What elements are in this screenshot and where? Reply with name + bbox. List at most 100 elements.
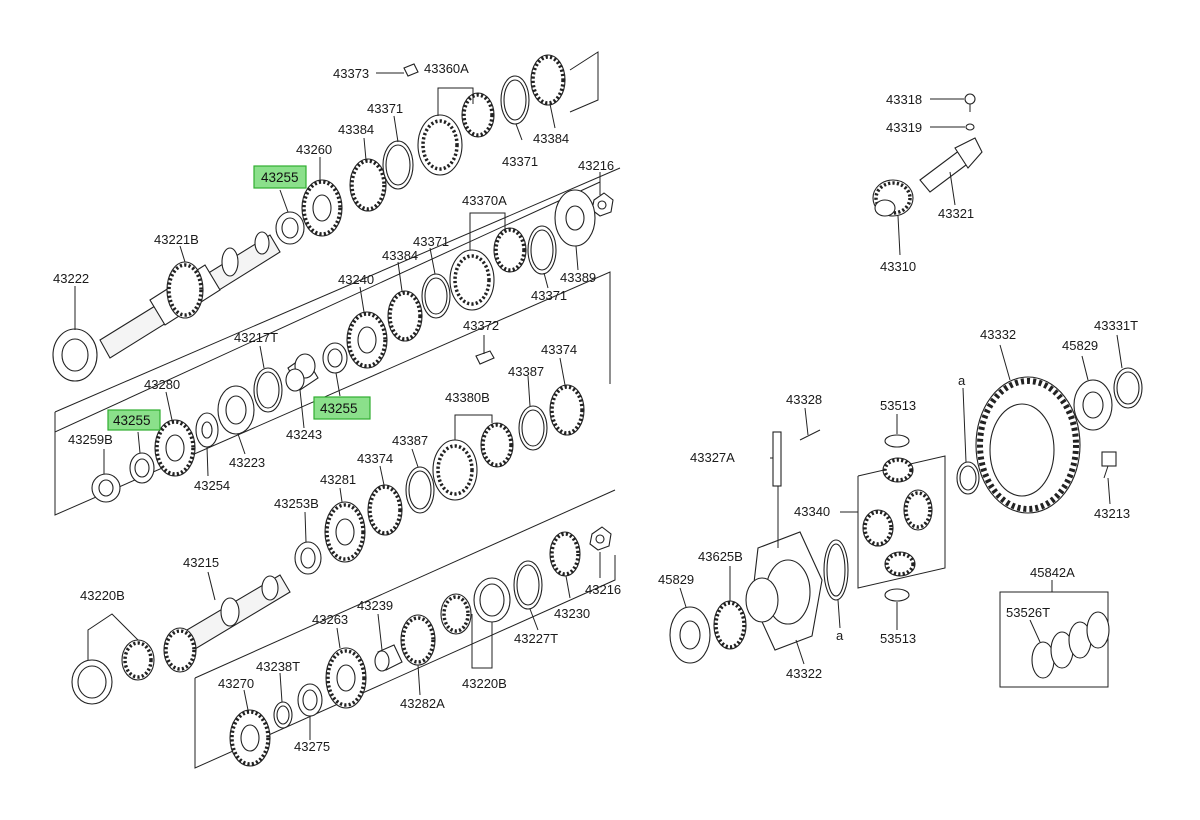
label-43255-highlighted[interactable]: 43255 bbox=[113, 413, 151, 428]
label-43310[interactable]: 43310 bbox=[880, 259, 916, 274]
label-43215[interactable]: 43215 bbox=[183, 555, 219, 570]
label-43260[interactable]: 43260 bbox=[296, 142, 332, 157]
leader-lines bbox=[74, 72, 1123, 740]
label-43387[interactable]: 43387 bbox=[508, 364, 544, 379]
retainer-43389 bbox=[554, 189, 596, 247]
label-43220B[interactable]: 43220B bbox=[462, 676, 507, 691]
label-43371[interactable]: 43371 bbox=[367, 101, 403, 116]
snap-ring-43331T bbox=[1113, 367, 1143, 409]
label-45829[interactable]: 45829 bbox=[1062, 338, 1098, 353]
label-43223[interactable]: 43223 bbox=[229, 455, 265, 470]
label-43243[interactable]: 43243 bbox=[286, 427, 322, 442]
bearing-race-43220B-a bbox=[71, 659, 113, 705]
label-43371[interactable]: 43371 bbox=[413, 234, 449, 249]
label-45842A[interactable]: 45842A bbox=[1030, 565, 1075, 580]
label-43227T[interactable]: 43227T bbox=[514, 631, 558, 646]
label-53526T[interactable]: 53526T bbox=[1006, 605, 1050, 620]
needle-bearing-43255-a bbox=[275, 211, 305, 245]
label-43374[interactable]: 43374 bbox=[357, 451, 393, 466]
label-43387[interactable]: 43387 bbox=[392, 433, 428, 448]
label-43280[interactable]: 43280 bbox=[144, 377, 180, 392]
side-gears-43340 bbox=[862, 457, 933, 577]
bearing-43223 bbox=[217, 385, 255, 435]
label-43327A[interactable]: 43327A bbox=[690, 450, 735, 465]
label-43255-highlighted[interactable]: 43255 bbox=[261, 170, 299, 185]
label-43331T[interactable]: 43331T bbox=[1094, 318, 1138, 333]
label-43254[interactable]: 43254 bbox=[194, 478, 230, 493]
label-43321[interactable]: 43321 bbox=[938, 206, 974, 221]
label-43372[interactable]: 43372 bbox=[463, 318, 499, 333]
highlight-43255-a[interactable]: 43255 bbox=[253, 165, 307, 189]
label-43263[interactable]: 43263 bbox=[312, 612, 348, 627]
label-43384[interactable]: 43384 bbox=[382, 248, 418, 263]
label-43259B[interactable]: 43259B bbox=[68, 432, 113, 447]
synchro-sleeve-43370A bbox=[449, 227, 527, 311]
label-43625B[interactable]: 43625B bbox=[698, 549, 743, 564]
label-43370A[interactable]: 43370A bbox=[462, 193, 507, 208]
snap-ring-43238T bbox=[273, 701, 293, 729]
needle-bearing-43255-b bbox=[129, 452, 155, 484]
shim-kit-panel bbox=[999, 591, 1109, 688]
label-43374[interactable]: 43374 bbox=[541, 342, 577, 357]
label-43220B[interactable]: 43220B bbox=[80, 588, 125, 603]
synchro-sleeve-43380B bbox=[432, 422, 514, 501]
label-43319[interactable]: 43319 bbox=[886, 120, 922, 135]
label-43217T[interactable]: 43217T bbox=[234, 330, 278, 345]
label-43389[interactable]: 43389 bbox=[560, 270, 596, 285]
label-53513[interactable]: 53513 bbox=[880, 398, 916, 413]
synchro-sleeve-43360A bbox=[417, 92, 495, 176]
synchro-ring-43384-a bbox=[349, 158, 387, 212]
label-43216[interactable]: 43216 bbox=[585, 582, 621, 597]
label-a[interactable]: a bbox=[836, 628, 844, 643]
label-43384[interactable]: 43384 bbox=[338, 122, 374, 137]
nut-43216-b bbox=[589, 526, 612, 551]
part-labels: 43373 43360A 43371 43384 43260 43255 433… bbox=[53, 61, 1138, 754]
label-43253B[interactable]: 43253B bbox=[274, 496, 319, 511]
label-43373[interactable]: 43373 bbox=[333, 66, 369, 81]
label-43340[interactable]: 43340 bbox=[794, 504, 830, 519]
label-43318[interactable]: 43318 bbox=[886, 92, 922, 107]
label-43222[interactable]: 43222 bbox=[53, 271, 89, 286]
washer-43254 bbox=[195, 412, 219, 448]
label-43221B[interactable]: 43221B bbox=[154, 232, 199, 247]
label-43240[interactable]: 43240 bbox=[338, 272, 374, 287]
label-43371[interactable]: 43371 bbox=[502, 154, 538, 169]
highlight-43255-b[interactable]: 43255 bbox=[107, 409, 161, 431]
needle-bearing-43255-c bbox=[322, 342, 348, 374]
pin-43328 bbox=[799, 429, 821, 441]
label-43384[interactable]: 43384 bbox=[533, 131, 569, 146]
snap-ring-43217T bbox=[253, 367, 283, 413]
highlight-43255-c[interactable]: 43255 bbox=[313, 396, 371, 420]
synchro-ring-43384-b bbox=[530, 54, 566, 106]
collar-43243 bbox=[285, 353, 319, 392]
label-43281[interactable]: 43281 bbox=[320, 472, 356, 487]
gear-43270 bbox=[229, 709, 271, 767]
label-43216[interactable]: 43216 bbox=[578, 158, 614, 173]
label-43270[interactable]: 43270 bbox=[218, 676, 254, 691]
label-43238T[interactable]: 43238T bbox=[256, 659, 300, 674]
bearing-45829-b bbox=[669, 606, 711, 664]
label-a[interactable]: a bbox=[958, 373, 966, 388]
collar-43239 bbox=[374, 644, 403, 672]
label-53513[interactable]: 53513 bbox=[880, 631, 916, 646]
key-43372 bbox=[475, 350, 495, 365]
shim-a-upper bbox=[956, 461, 980, 495]
label-43255-highlighted[interactable]: 43255 bbox=[320, 401, 358, 416]
label-43332[interactable]: 43332 bbox=[980, 327, 1016, 342]
label-43282A[interactable]: 43282A bbox=[400, 696, 445, 711]
washer-43319 bbox=[965, 123, 975, 131]
label-43213[interactable]: 43213 bbox=[1094, 506, 1130, 521]
label-45829[interactable]: 45829 bbox=[658, 572, 694, 587]
label-43230[interactable]: 43230 bbox=[554, 606, 590, 621]
label-43360A[interactable]: 43360A bbox=[424, 61, 469, 76]
label-43371[interactable]: 43371 bbox=[531, 288, 567, 303]
label-43239[interactable]: 43239 bbox=[357, 598, 393, 613]
label-43380B[interactable]: 43380B bbox=[445, 390, 490, 405]
label-43328[interactable]: 43328 bbox=[786, 392, 822, 407]
nut-43216-a bbox=[591, 192, 614, 217]
differential-panel bbox=[857, 455, 946, 589]
gear-43230 bbox=[549, 531, 581, 577]
label-43322[interactable]: 43322 bbox=[786, 666, 822, 681]
label-43275[interactable]: 43275 bbox=[294, 739, 330, 754]
snap-ring-43387-a bbox=[518, 405, 548, 451]
